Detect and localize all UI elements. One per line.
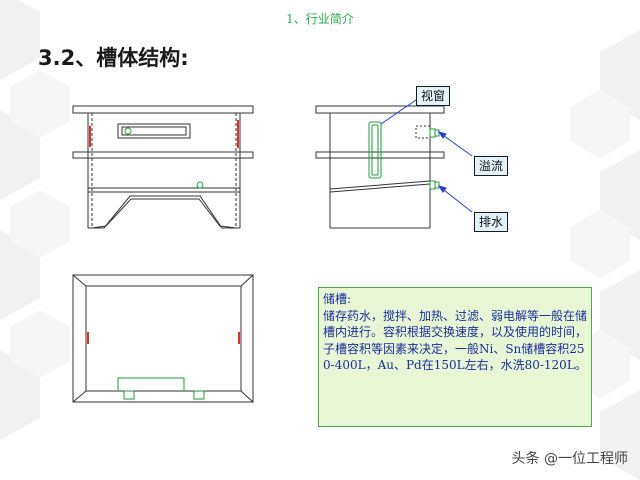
section-title: 3.2、槽体结构:	[38, 46, 189, 70]
front-view	[72, 105, 254, 229]
side-view	[315, 105, 445, 229]
storage-tank-description: 储槽: 储存药水，搅拌、加热、过滤、弱电解等一般在储槽内进行。容积根据交换速度，…	[318, 287, 592, 427]
watermark: 头条 @一位工程师	[511, 451, 628, 467]
top-view	[72, 274, 254, 403]
window-callout: 视窗	[416, 86, 451, 106]
sight-glass	[368, 121, 382, 179]
drain-callout: 排水	[474, 212, 509, 232]
top-view-green-parts	[117, 377, 205, 400]
top-view-red-parts	[87, 332, 240, 344]
side-view-ports	[429, 128, 440, 190]
overflow-callout: 溢流	[474, 156, 509, 176]
description-title: 储槽:	[323, 292, 352, 306]
description-body: 储存药水，搅拌、加热、过滤、弱电解等一般在储槽内进行。容积根据交换速度，以及使用…	[323, 308, 588, 373]
page-header: 1、行业简介	[286, 12, 354, 26]
callout-leaders	[380, 99, 473, 213]
front-view-red-parts	[89, 120, 239, 148]
